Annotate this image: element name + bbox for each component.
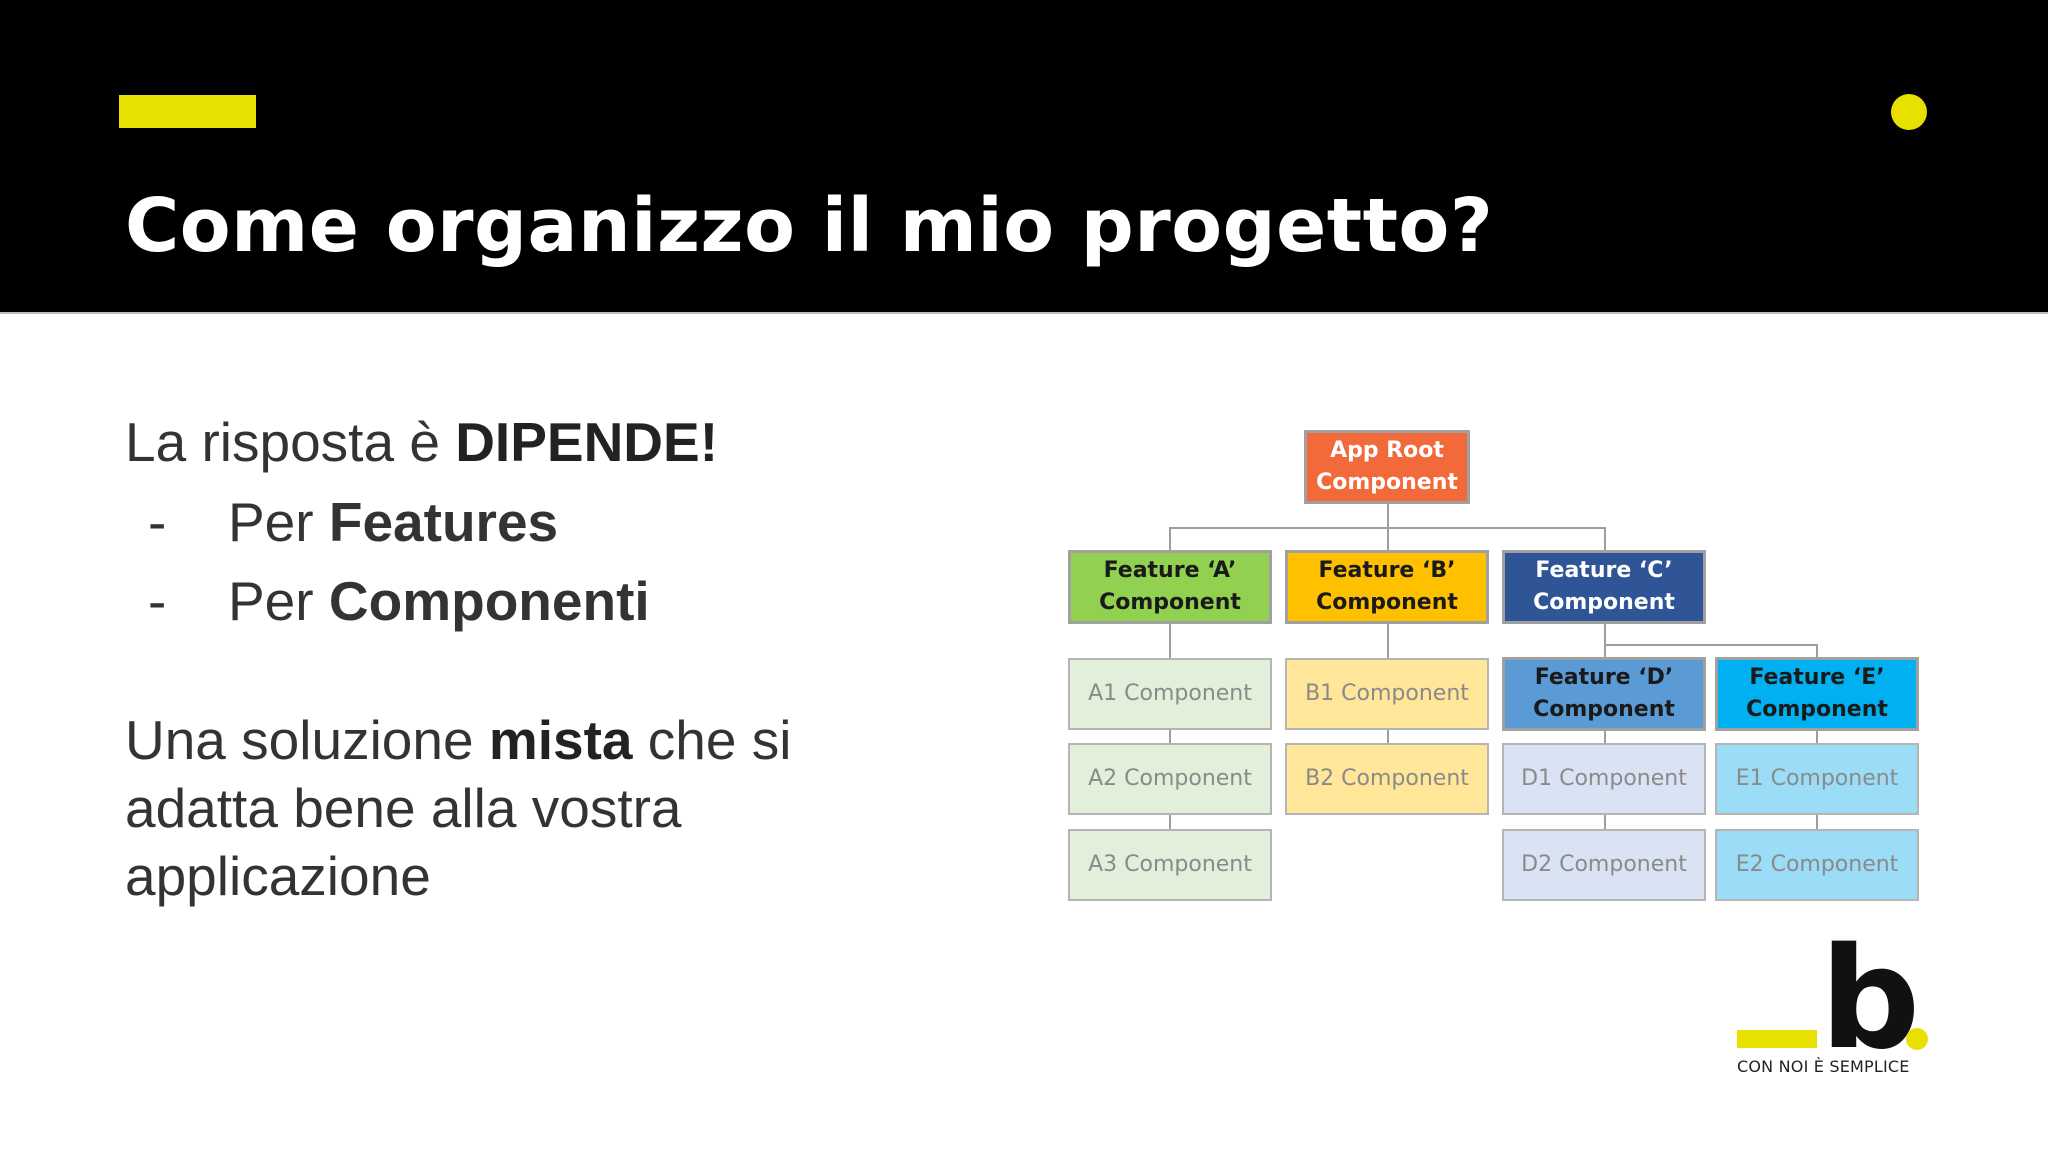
connector-line [1169, 811, 1171, 831]
node-line: Feature ‘B’ [1318, 558, 1456, 583]
logo-dot [1906, 1028, 1928, 1050]
accent-dot [1891, 94, 1927, 130]
component-node: A2 Component [1068, 743, 1272, 815]
connector-line [1387, 622, 1389, 662]
connector-line [1816, 811, 1818, 831]
feature-e-node: Feature ‘E’ Component [1715, 657, 1919, 731]
node-line: Component [1533, 697, 1675, 722]
connector-line [1816, 644, 1818, 658]
connector-line [1604, 727, 1606, 746]
component-node: A1 Component [1068, 658, 1272, 730]
component-node: E1 Component [1715, 743, 1919, 815]
component-node: B1 Component [1285, 658, 1489, 730]
bullet-dash: - [148, 570, 167, 632]
node-line: App Root [1330, 438, 1444, 463]
intro-emphasis: DIPENDE! [455, 411, 719, 473]
connector-line [1604, 811, 1606, 831]
page-title: Come organizzo il mio progetto? [125, 183, 1494, 269]
connector-line [1387, 527, 1389, 551]
logo-letter: b [1820, 918, 1921, 1081]
connector-line [1604, 527, 1606, 551]
conclusion-suffix: che si adatta bene alla vostra applicazi… [125, 709, 792, 907]
bullet-prefix: Per [228, 491, 329, 553]
connector-line [1169, 622, 1171, 662]
conclusion-paragraph: Una soluzione mista che si adatta bene a… [125, 706, 885, 910]
bullet-emphasis: Features [328, 491, 559, 553]
component-node: D1 Component [1502, 743, 1706, 815]
node-line: Feature ‘C’ [1535, 558, 1673, 583]
component-node: B2 Component [1285, 743, 1489, 815]
connector-line [1169, 727, 1171, 746]
logo-tagline: CON NOI È SEMPLICE [1737, 1057, 1910, 1076]
component-node: D2 Component [1502, 829, 1706, 901]
bullet-features: Per Features [228, 488, 558, 556]
slide-header: Come organizzo il mio progetto? [0, 0, 2048, 312]
node-line: Feature ‘E’ [1749, 665, 1885, 690]
component-node: A3 Component [1068, 829, 1272, 901]
node-line: Component [1316, 470, 1458, 495]
connector-line [1169, 527, 1171, 551]
component-node: E2 Component [1715, 829, 1919, 901]
node-line: Feature ‘A’ [1103, 558, 1237, 583]
bullet-dash: - [148, 491, 167, 553]
bullet-emphasis: Componenti [328, 570, 650, 632]
node-line: Feature ‘D’ [1534, 665, 1674, 690]
feature-a-node: Feature ‘A’ Component [1068, 550, 1272, 624]
bullet-prefix: Per [228, 570, 329, 632]
node-line: Component [1099, 590, 1241, 615]
connector-line [1604, 644, 1818, 646]
node-line: Component [1746, 697, 1888, 722]
node-line: Component [1316, 590, 1458, 615]
intro-prefix: La risposta è [125, 411, 456, 473]
node-line: Component [1533, 590, 1675, 615]
accent-bar [119, 95, 256, 128]
connector-line [1604, 622, 1606, 659]
feature-c-node: Feature ‘C’ Component [1502, 550, 1706, 624]
conclusion-emphasis: mista [488, 709, 633, 771]
conclusion-prefix: Una soluzione [125, 709, 489, 771]
bullet-componenti: Per Componenti [228, 567, 650, 635]
connector-line [1816, 727, 1818, 746]
feature-d-node: Feature ‘D’ Component [1502, 657, 1706, 731]
intro-line: La risposta è DIPENDE! [125, 408, 718, 476]
logo-underscore [1737, 1030, 1817, 1048]
connector-line [1387, 502, 1389, 528]
connector-line [1387, 727, 1389, 746]
header-divider [0, 312, 2048, 314]
feature-b-node: Feature ‘B’ Component [1285, 550, 1489, 624]
